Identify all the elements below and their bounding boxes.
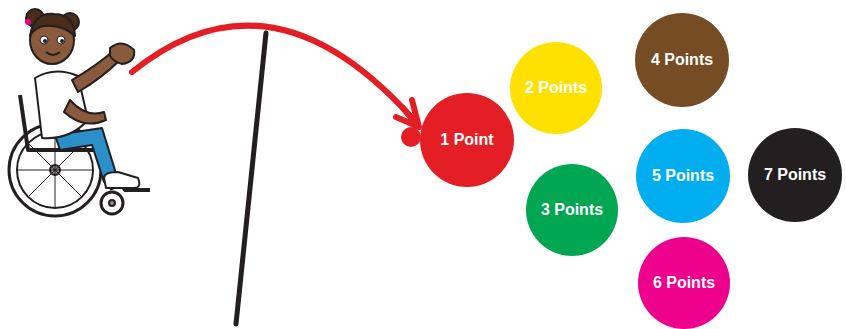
circle-fill [420,93,514,187]
circle-fill [636,129,730,223]
circle-fill [748,128,842,222]
text-holder: 3 Points [526,164,618,256]
throw-arc [132,26,412,118]
points-label: 5 Points [652,167,714,185]
pole [236,33,266,324]
circle-fill [638,237,730,329]
score-circle: 1 Point [420,93,514,187]
points-label: 3 Points [541,201,603,219]
points-label: 7 Points [764,166,826,184]
text-holder: 7 Points [748,128,842,222]
score-circle: 5 Points [636,129,730,223]
ball [401,127,421,147]
score-circle: 3 Points [526,164,618,256]
points-label: 6 Points [653,274,715,292]
circle-fill [526,164,618,256]
score-circle: 6 Points [638,237,730,329]
points-label: 1 Point [440,131,493,149]
arrow-head [396,100,419,127]
score-circle: 4 Points [635,13,729,107]
points-label: 2 Points [525,79,587,97]
circle-fill [635,13,729,107]
score-circle: 7 Points [748,128,842,222]
points-label: 4 Points [651,51,713,69]
text-holder: 6 Points [638,237,730,329]
circle-fill [510,42,602,134]
text-holder: 1 Point [420,93,514,187]
text-holder: 4 Points [635,13,729,107]
text-holder: 5 Points [636,129,730,223]
score-circle: 2 Points [510,42,602,134]
text-holder: 2 Points [510,42,602,134]
girl-in-wheelchair [9,9,150,216]
